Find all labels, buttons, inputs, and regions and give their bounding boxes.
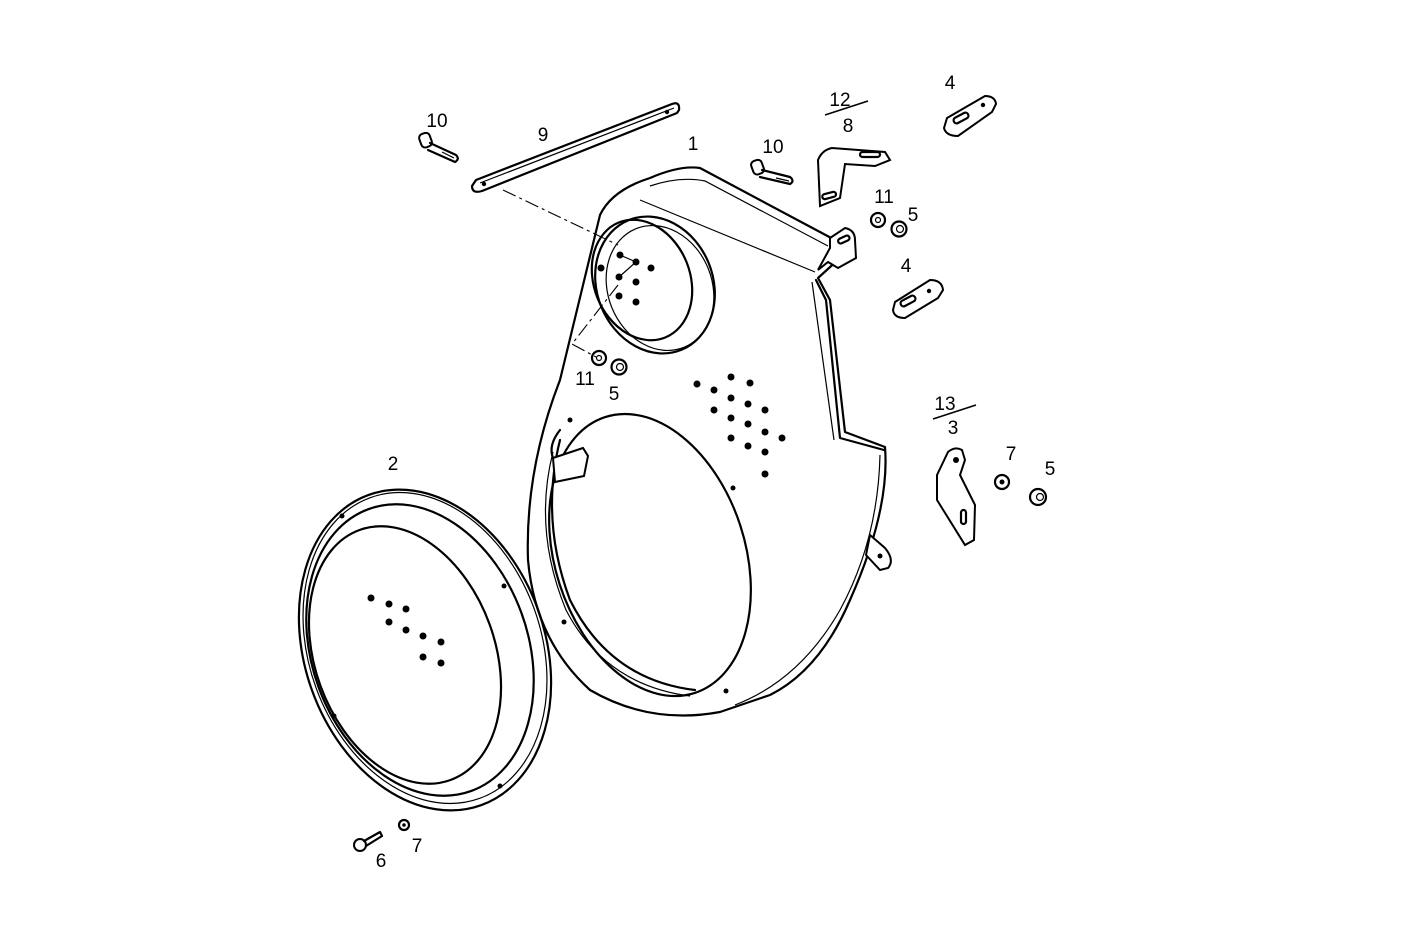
callout-9: 9 [538,125,549,146]
washer-part-11 [869,211,887,229]
nut-part-5 [610,358,628,376]
vent-holes [693,373,786,478]
callout-8: 8 [843,116,854,137]
assembly-centerline [571,284,619,358]
hub-bolt-holes [597,251,655,306]
bolt-part-10 [750,158,794,186]
assembly-centerline [502,189,619,246]
washer-part-11 [590,349,608,367]
front-cover-plate-part-2 [297,488,553,812]
nut-part-5 [890,220,908,238]
bracket-part-8 [816,146,892,208]
callout-fraction-line [932,404,977,420]
angle-bracket-part-3 [936,447,977,547]
callout-5: 5 [609,384,620,405]
callout-7: 7 [412,836,423,857]
callout-5: 5 [1045,459,1056,480]
callout-labels: 1 2 9 10 10 12 8 4 4 11 5 11 5 13 3 7 5 … [376,73,1056,872]
callout-13: 13 [934,394,955,415]
cover-vent-holes [367,594,445,667]
callout-11: 11 [575,369,595,390]
callout-2: 2 [388,454,399,475]
callout-4: 4 [945,73,956,94]
callout-10: 10 [426,111,447,132]
slotted-plate-part-4 [891,278,945,320]
support-strap-part-9 [470,102,681,193]
callout-6: 6 [376,851,387,872]
screw-part-6 [353,830,384,852]
callout-1: 1 [688,134,699,155]
bolt-part-10 [418,131,459,164]
callout-7: 7 [1006,444,1017,465]
nut-part-5 [1028,487,1048,507]
washer-part-7 [993,473,1011,491]
slotted-plate-part-4 [942,94,998,138]
callout-10: 10 [762,137,783,158]
callout-fraction-line [824,100,869,116]
callout-11: 11 [874,187,894,208]
callout-4: 4 [901,256,912,277]
fan-housing-part-1 [526,166,892,717]
callout-5: 5 [908,205,919,226]
callout-3: 3 [948,418,959,439]
washer-part-7 [397,818,411,832]
callout-12: 12 [829,90,850,111]
